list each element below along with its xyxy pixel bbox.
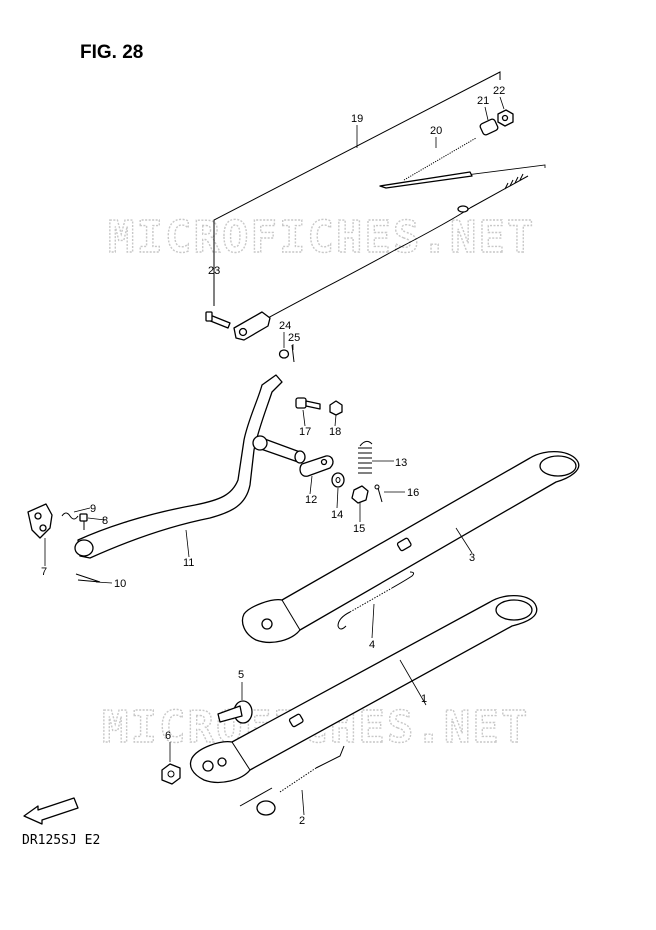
callout-16: 16 xyxy=(407,487,419,499)
callout-20: 20 xyxy=(430,125,442,137)
watermark-top: MICROFICHES.NET xyxy=(108,212,535,263)
model-code: DR125SJ E2 xyxy=(22,833,101,848)
callout-24: 24 xyxy=(279,320,291,332)
fwd-arrow-icon: FWD xyxy=(23,797,79,825)
spring-2 xyxy=(239,745,345,816)
callout-22: 22 xyxy=(493,85,505,97)
callout-17: 17 xyxy=(299,426,311,438)
adjuster-21 xyxy=(479,118,499,136)
callout-6: 6 xyxy=(165,730,171,742)
stand-3 xyxy=(241,451,580,644)
callout-12: 12 xyxy=(305,494,317,506)
nut-6 xyxy=(161,763,181,785)
pin-8 xyxy=(79,513,88,530)
bolt-5 xyxy=(217,700,253,724)
callout-19: 19 xyxy=(351,113,363,125)
cotter-pin-16 xyxy=(374,484,383,503)
callout-23: 23 xyxy=(208,265,220,277)
spring-13 xyxy=(358,440,373,474)
callout-5: 5 xyxy=(238,669,244,681)
fwd-label: FWD xyxy=(44,809,59,819)
spring-4 xyxy=(337,571,415,630)
leader-lines xyxy=(44,96,505,816)
callout-18: 18 xyxy=(329,426,341,438)
spring-9 xyxy=(61,512,79,520)
figure-title: FIG. 28 xyxy=(80,42,144,63)
callout-9: 9 xyxy=(90,503,96,515)
callout-10: 10 xyxy=(114,578,126,590)
callout-11: 11 xyxy=(183,557,194,569)
nut-18 xyxy=(329,400,343,416)
spring-20 xyxy=(403,137,477,181)
nut-15 xyxy=(351,485,369,504)
callout-4: 4 xyxy=(369,639,375,651)
cotter-pin-10 xyxy=(75,573,101,583)
callout-25: 25 xyxy=(288,332,300,344)
lever-11 xyxy=(74,374,306,559)
callout-3: 3 xyxy=(469,552,475,564)
callout-7: 7 xyxy=(41,566,47,578)
callout-13: 13 xyxy=(395,457,407,469)
arm-12 xyxy=(299,455,334,477)
callout-8: 8 xyxy=(102,515,108,527)
cable-assembly-19 xyxy=(205,71,546,363)
callout-1: 1 xyxy=(421,693,427,705)
callouts: 1 2 3 4 5 6 7 8 9 10 11 12 13 14 15 16 1… xyxy=(41,85,505,827)
lever-7 xyxy=(27,503,53,539)
callout-15: 15 xyxy=(353,523,365,535)
bolt-17 xyxy=(295,397,321,410)
callout-2: 2 xyxy=(299,815,305,827)
callout-14: 14 xyxy=(331,509,343,521)
stand-1 xyxy=(189,595,538,784)
callout-21: 21 xyxy=(477,95,489,107)
washer-14 xyxy=(331,472,345,488)
nut-22 xyxy=(497,109,514,127)
